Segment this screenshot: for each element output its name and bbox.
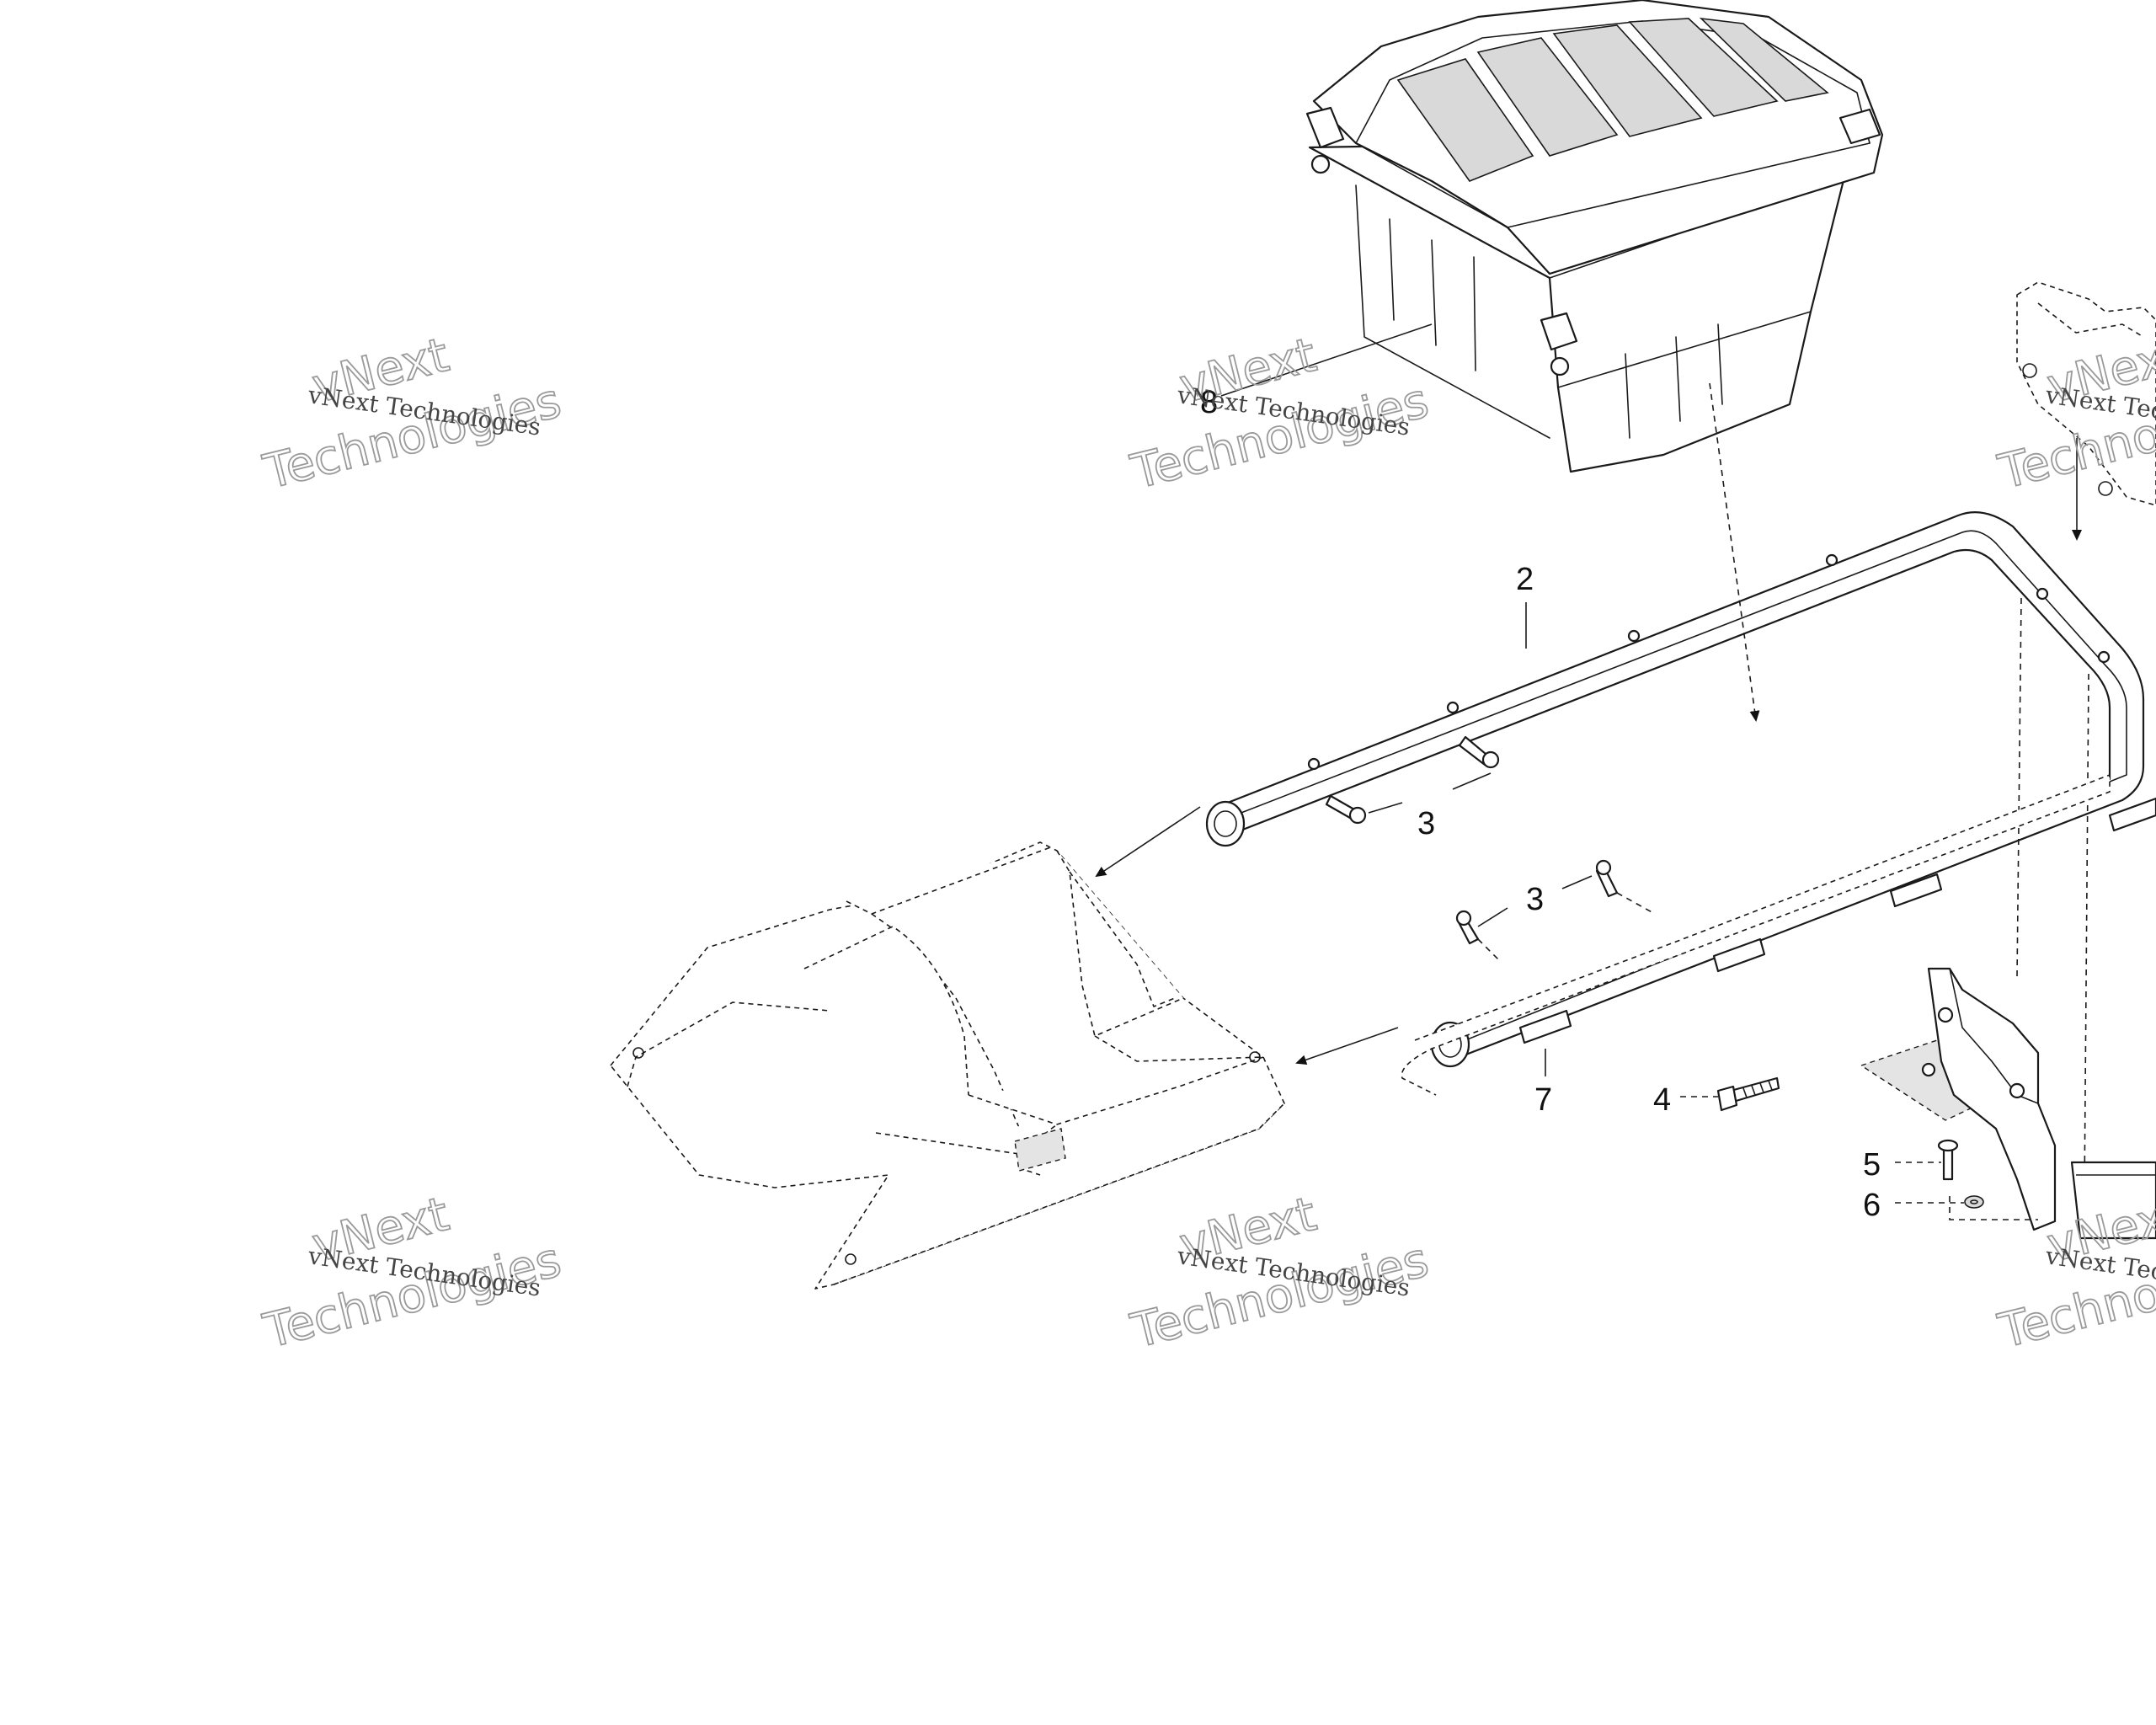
callout-3-lower: 3 <box>1526 882 1544 917</box>
spacer-set <box>1401 774 2156 1096</box>
callout-labels: 8 2 3 3 7 4 5 6 <box>1200 385 1881 1223</box>
leader-lines <box>1095 323 1964 1204</box>
upper-right-bracket-phantom <box>2016 281 2156 541</box>
callout-2: 2 <box>1516 562 1534 597</box>
rear-fender-phantom <box>610 841 1285 1290</box>
callout-3-upper: 3 <box>1417 806 1435 841</box>
callout-7: 7 <box>1534 1082 1552 1118</box>
support-bracket-part <box>1716 967 2156 1240</box>
screw-set-upper <box>1325 735 1500 825</box>
callout-8: 8 <box>1200 385 1218 420</box>
screw-set-lower <box>1455 859 1619 945</box>
callout-4: 4 <box>1653 1082 1671 1118</box>
callout-6: 6 <box>1863 1188 1881 1223</box>
callout-5: 5 <box>1863 1147 1881 1183</box>
